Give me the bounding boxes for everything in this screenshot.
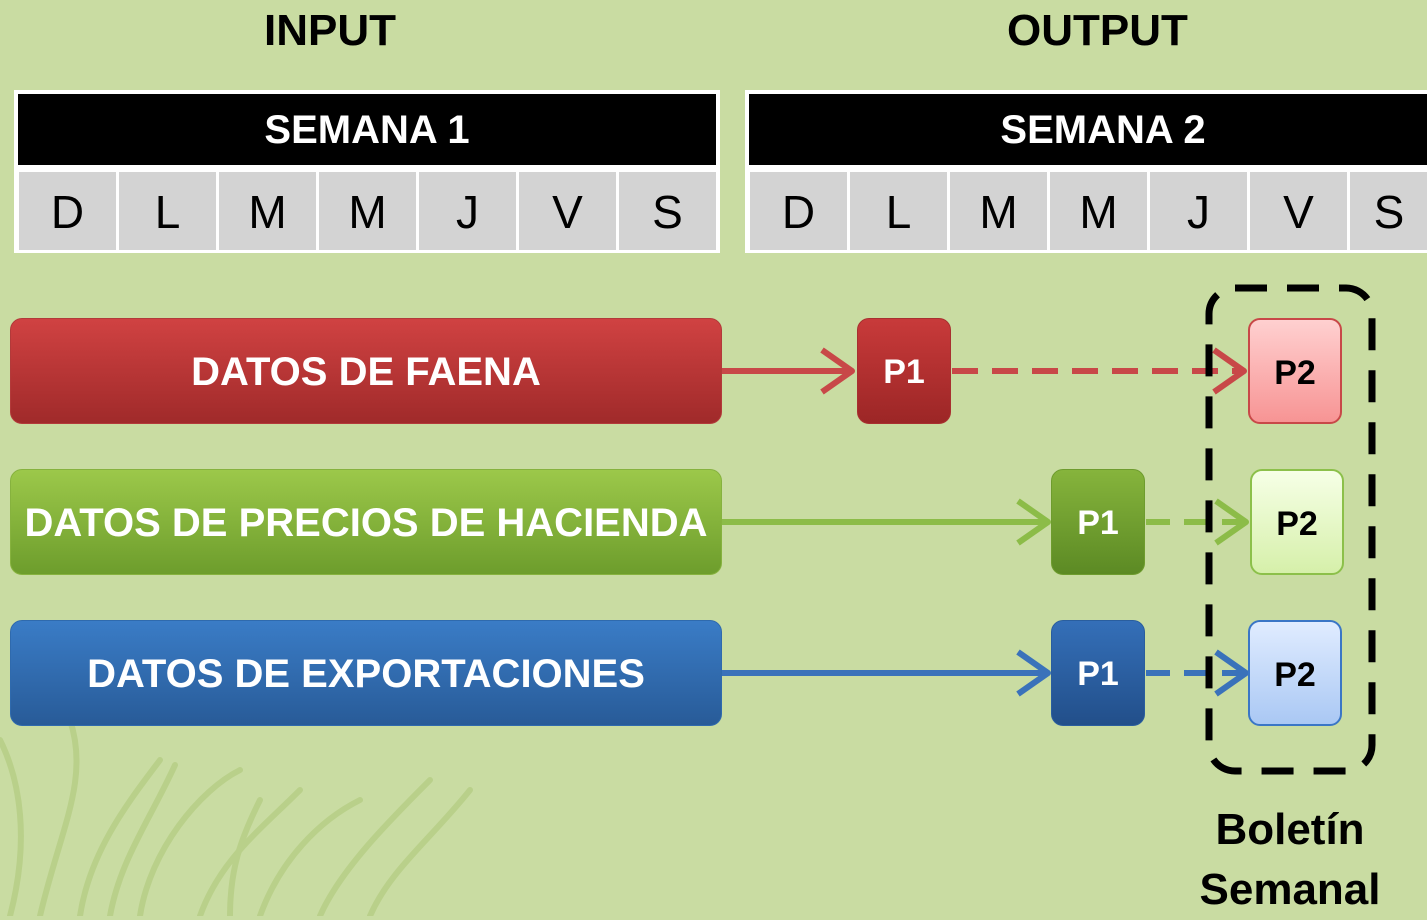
week1-table: SEMANA 1 D L M M J V S — [14, 90, 720, 253]
week2-day-tuesday: M — [950, 172, 1047, 250]
week2-day-friday: V — [1250, 172, 1347, 250]
precios-solid-arrowhead — [1016, 498, 1051, 546]
week2-day-wednesday: M — [1050, 172, 1147, 250]
boletin-caption: Boletín Semanal — [1170, 800, 1410, 920]
exportaciones-solid-arrowhead — [1016, 649, 1051, 697]
output-heading: OUTPUT — [1007, 6, 1188, 55]
boletin-group-outline — [1205, 284, 1376, 775]
datos-precios-bar: DATOS DE PRECIOS DE HACIENDA — [10, 469, 722, 575]
exportaciones-p2-box: P2 — [1248, 620, 1342, 726]
week2-title: SEMANA 2 — [749, 94, 1427, 165]
week2-day-monday: L — [850, 172, 947, 250]
faena-p2-box: P2 — [1248, 318, 1342, 424]
precios-p2-box: P2 — [1250, 469, 1344, 575]
exportaciones-p1-box: P1 — [1051, 620, 1145, 726]
week2-day-saturday: S — [1350, 172, 1427, 250]
week1-day-saturday: S — [619, 172, 716, 250]
faena-p1-box: P1 — [857, 318, 951, 424]
exportaciones-dashed-arrowhead — [1214, 649, 1249, 697]
faena-solid-arrowhead — [820, 347, 855, 395]
week1-day-thursday: J — [419, 172, 516, 250]
input-heading: INPUT — [264, 6, 396, 55]
datos-exportaciones-bar: DATOS DE EXPORTACIONES — [10, 620, 722, 726]
week1-day-wednesday: M — [319, 172, 416, 250]
week1-title: SEMANA 1 — [18, 94, 716, 165]
caption-line2: Semanal — [1199, 865, 1381, 914]
week1-day-sunday: D — [19, 172, 116, 250]
precios-p1-box: P1 — [1051, 469, 1145, 575]
week2-table: SEMANA 2 D L M M J V S — [745, 90, 1427, 253]
faena-dashed-arrowhead — [1212, 347, 1247, 395]
precios-dashed-arrowhead — [1214, 498, 1249, 546]
datos-faena-bar: DATOS DE FAENA — [10, 318, 722, 424]
caption-line1: Boletín — [1215, 805, 1365, 854]
week2-day-thursday: J — [1150, 172, 1247, 250]
week1-day-tuesday: M — [219, 172, 316, 250]
week1-day-friday: V — [519, 172, 616, 250]
week2-day-sunday: D — [750, 172, 847, 250]
week1-day-monday: L — [119, 172, 216, 250]
